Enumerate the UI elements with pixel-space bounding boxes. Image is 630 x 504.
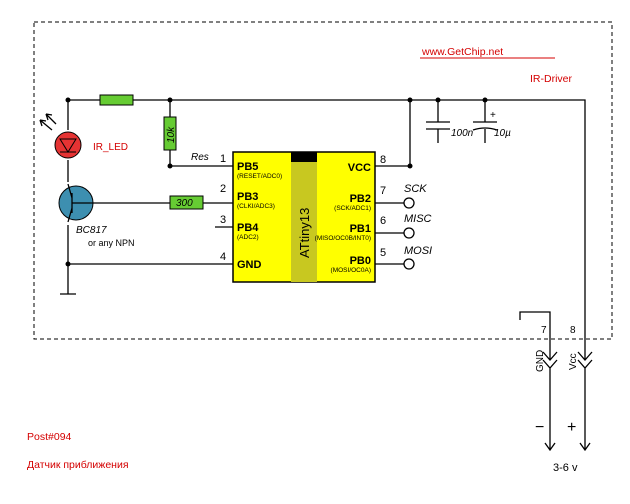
cap2 [473,100,497,143]
title-label: IR-Driver [530,73,572,85]
transistor-note: or any NPN [88,238,135,248]
chip-stripe [291,152,317,282]
post-label: Post#094 [27,431,72,443]
pin-number: 5 [380,247,386,259]
chip-notch [291,152,317,162]
cap2-plus: + [490,110,496,121]
pin-name: PB0 [350,255,371,267]
chip-name: ATtiny13 [297,208,312,258]
pin-number: 8 [380,154,386,166]
board-outline [33,21,613,340]
junction [407,163,413,169]
mosi-terminal [403,258,415,270]
website-label: www.GetChip.net [421,46,503,58]
cap1-label: 100n [451,128,474,139]
pullup-label: 10k [166,126,177,143]
led-resistor [99,94,134,106]
junction [482,97,488,103]
led-label: IR_LED [93,142,128,153]
supply-label: 3-6 v [553,462,578,474]
pin-function: (MISO/OC0B/INT0) [315,235,371,242]
gnd-connector-wire [519,311,551,360]
pin-name: PB5 [237,161,258,173]
pin-name: PB1 [350,223,371,235]
junction [65,97,71,103]
pin-name: VCC [348,162,371,174]
plus-sign: + [567,419,576,436]
junction [167,97,173,103]
transistor-label: BC817 [76,225,107,236]
pin-function: (CLKI/ADC3) [237,203,275,210]
sck-terminal [403,197,415,209]
pin-number: 7 [380,185,386,197]
pin-function: (SCK/ADC1) [334,205,371,212]
reset-label: Res [191,152,209,163]
connector-vcc-label: Vcc [568,353,579,370]
mosi-label: MOSI [404,245,432,257]
cap2-label: 10µ [494,128,511,139]
pin-number: 4 [220,251,226,263]
sck-label: SCK [404,183,427,195]
transistor-symbol [67,183,170,223]
pin-number: 6 [380,215,386,227]
connector-vcc-num: 8 [570,325,576,336]
base-resistor-label: 300 [176,198,193,209]
pin-function: (ADC2) [237,234,259,241]
vcc-connector-arrow [577,351,593,452]
pin-function: (MOSI/OC0A) [331,267,371,274]
cap2-curved-plate [472,127,498,131]
pin-name: PB2 [350,193,371,205]
led-emission-arrows [39,113,57,131]
gnd-rail [60,263,233,295]
connector-gnd-label: GND [535,350,546,372]
pin-number: 1 [220,153,226,165]
cap1 [426,100,450,143]
junction [435,97,441,103]
pin-name: PB4 [237,222,259,234]
pullup-resistor [163,116,177,151]
misc-label: MISC [404,213,432,225]
junction [65,261,71,267]
vcc-rail [68,99,586,360]
connector-gnd-num: 7 [541,325,547,336]
description-label: Датчик приближения [27,459,129,471]
ir-led [54,131,82,159]
pin-number: 3 [220,214,226,226]
junction [167,163,173,169]
pin-name: PB3 [237,191,258,203]
pin-function: (RESET/ADC0) [237,173,282,180]
pin-name: GND [237,259,262,271]
misc-terminal [403,227,415,239]
gnd-connector-arrow [542,351,558,452]
pin-number: 2 [220,183,226,195]
minus-sign: − [535,419,544,436]
led-diode-symbol [59,138,77,153]
junction [407,97,413,103]
